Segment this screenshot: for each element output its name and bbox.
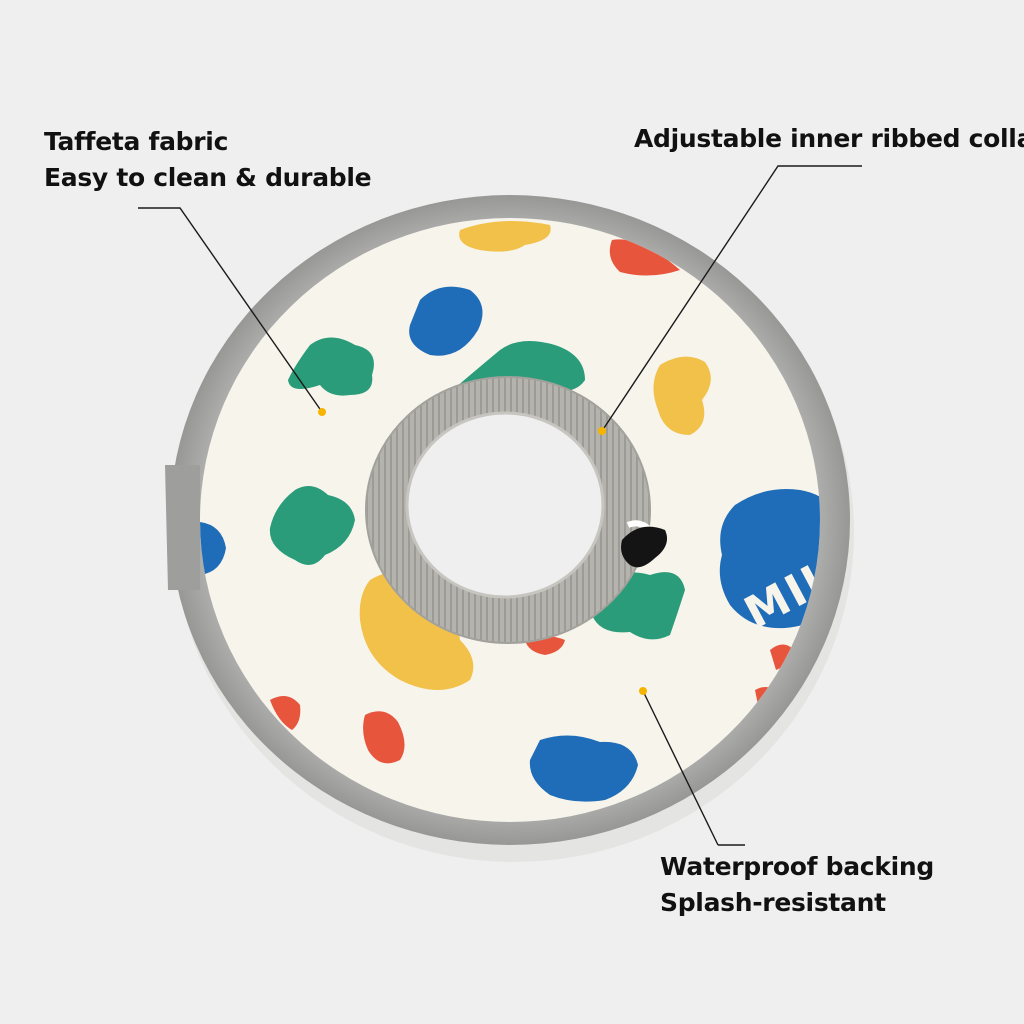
spot-blue-upper [409, 286, 483, 356]
leader-collar [601, 165, 862, 432]
neck-opening [407, 413, 603, 597]
rim-tab [165, 465, 200, 590]
leader-lines [138, 165, 862, 846]
spot-blue-left-edge [200, 522, 226, 575]
callout-backing-title: Waterproof backing [660, 852, 935, 881]
callout-backing: Waterproof backing Splash-resistant [660, 849, 934, 921]
callout-fabric-title: Taffeta fabric [44, 127, 229, 156]
marker-dot-collar [598, 427, 606, 435]
spot-red-left-low [270, 696, 301, 730]
spot-green-mid-left [269, 486, 355, 565]
spot-red-lower [363, 711, 405, 764]
callout-backing-subtitle: Splash-resistant [660, 888, 886, 917]
spot-yellow-right [653, 356, 711, 435]
leader-fabric [138, 207, 323, 413]
marker-dot-backing [639, 687, 647, 695]
spot-blue-bottom [529, 735, 638, 802]
callout-fabric: Taffeta fabric Easy to clean & durable [44, 124, 372, 196]
ribbed-collar [365, 376, 651, 644]
spot-yellow-top [459, 221, 551, 252]
spot-red-top-right [609, 239, 680, 276]
cord-lock-icon [621, 520, 668, 568]
leader-backing [642, 690, 719, 846]
callout-fabric-subtitle: Easy to clean & durable [44, 163, 372, 192]
marker-dot-fabric [318, 408, 326, 416]
callout-collar: Adjustable inner ribbed collar [634, 121, 1024, 157]
spot-green-left [288, 337, 374, 396]
callout-collar-title: Adjustable inner ribbed collar [634, 124, 1024, 153]
spot-red-right-edge [770, 644, 792, 670]
